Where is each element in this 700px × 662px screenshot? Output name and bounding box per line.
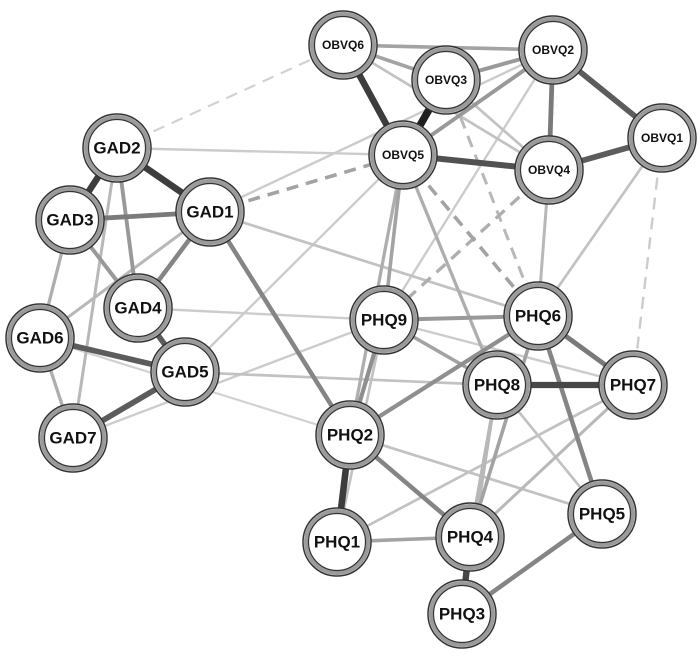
- node-label: GAD4: [114, 299, 162, 318]
- edge-OBVQ4-PHQ9: [382, 168, 551, 322]
- node-obvq3[interactable]: OBVQ3: [411, 45, 481, 115]
- node-phq6[interactable]: PHQ6: [503, 281, 573, 351]
- node-gad5[interactable]: GAD5: [150, 337, 220, 407]
- node-obvq1[interactable]: OBVQ1: [627, 103, 697, 173]
- edge-GAD1-PHQ6: [209, 210, 539, 318]
- node-phq7[interactable]: PHQ7: [598, 350, 668, 420]
- edge-PHQ6-PHQ2: [348, 314, 540, 437]
- node-gad3[interactable]: GAD3: [35, 185, 105, 255]
- node-label: OBVQ4: [528, 163, 570, 177]
- node-phq2[interactable]: PHQ2: [315, 400, 385, 470]
- edge-PHQ6-PHQ4: [468, 315, 540, 538]
- edge-GAD2-OBVQ6: [116, 43, 344, 150]
- node-label: PHQ9: [361, 311, 407, 330]
- node-label: OBVQ5: [382, 148, 424, 162]
- node-label: PHQ1: [314, 533, 360, 552]
- edge-GAD4-PHQ9: [137, 306, 385, 322]
- node-label: PHQ3: [439, 605, 485, 624]
- edge-OBVQ5-PHQ6: [401, 153, 540, 318]
- node-label: GAD7: [49, 429, 96, 448]
- node-label: PHQ7: [610, 376, 656, 395]
- edge-PHQ2-PHQ5: [349, 433, 603, 516]
- node-label: GAD1: [186, 203, 233, 222]
- node-gad7[interactable]: GAD7: [38, 403, 108, 473]
- edge-OBVQ1-PHQ7: [631, 137, 664, 386]
- node-label: OBVQ1: [641, 131, 683, 145]
- node-gad2[interactable]: GAD2: [82, 113, 152, 183]
- node-gad6[interactable]: GAD6: [5, 303, 75, 373]
- node-obvq6[interactable]: OBVQ6: [308, 10, 378, 80]
- node-gad1[interactable]: GAD1: [175, 177, 245, 247]
- edge-GAD5-OBVQ5: [184, 154, 404, 373]
- node-label: GAD5: [161, 363, 208, 382]
- node-phq3[interactable]: PHQ3: [427, 579, 497, 649]
- edge-GAD2-OBVQ5: [116, 146, 404, 157]
- node-label: GAD2: [93, 139, 140, 158]
- node-gad4[interactable]: GAD4: [103, 273, 173, 343]
- edge-OBVQ1-PHQ6: [536, 137, 664, 317]
- node-label: PHQ8: [474, 376, 520, 395]
- node-label: PHQ5: [579, 505, 625, 524]
- node-phq5[interactable]: PHQ5: [567, 479, 637, 549]
- edge-OBVQ5-PHQ8: [401, 154, 499, 386]
- edge-GAD6-GAD1: [39, 210, 211, 340]
- node-label: PHQ6: [515, 307, 561, 326]
- node-obvq5[interactable]: OBVQ5: [368, 120, 438, 190]
- edge-GAD2-GAD7: [71, 147, 119, 439]
- node-phq8[interactable]: PHQ8: [462, 350, 532, 420]
- node-phq4[interactable]: PHQ4: [435, 502, 505, 572]
- node-label: PHQ2: [327, 426, 373, 445]
- node-label: PHQ4: [447, 528, 494, 547]
- edge-PHQ7-PHQ4: [468, 383, 635, 539]
- node-label: OBVQ2: [532, 43, 574, 57]
- node-label: GAD3: [46, 211, 93, 230]
- edge-GAD7-PHQ9: [72, 318, 385, 440]
- node-obvq4[interactable]: OBVQ4: [514, 135, 584, 205]
- edge-OBVQ3-PHQ6: [444, 79, 540, 317]
- node-label: OBVQ3: [425, 73, 467, 87]
- node-phq9[interactable]: PHQ9: [349, 285, 419, 355]
- node-phq1[interactable]: PHQ1: [302, 507, 372, 577]
- edge-GAD1-PHQ2: [208, 210, 352, 437]
- node-label: GAD6: [16, 329, 63, 348]
- node-obvq2[interactable]: OBVQ2: [518, 15, 588, 85]
- edge-GAD5-PHQ8: [184, 370, 498, 387]
- node-label: OBVQ6: [322, 38, 364, 52]
